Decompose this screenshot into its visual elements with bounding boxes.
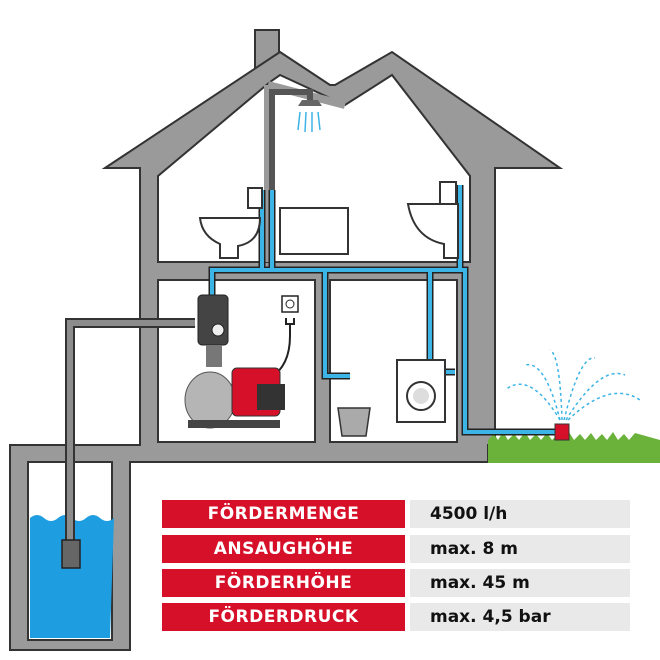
spec-label: FÖRDERMENGE bbox=[162, 500, 405, 528]
power-socket-icon bbox=[281, 295, 299, 313]
pump-illustration bbox=[184, 294, 285, 429]
toilet-right bbox=[406, 181, 459, 259]
spec-value: max. 45 m bbox=[410, 569, 630, 597]
spec-row-delivery-height: FÖRDERHÖHE max. 45 m bbox=[162, 569, 630, 597]
foot-valve bbox=[61, 539, 81, 569]
sprinkler bbox=[554, 423, 570, 441]
spec-row-suction-height: ANSAUGHÖHE max. 8 m bbox=[162, 535, 630, 563]
bathtub bbox=[279, 207, 349, 255]
shower-pipe bbox=[269, 89, 313, 190]
spec-row-delivery-pressure: FÖRDERDRUCK max. 4,5 bar bbox=[162, 603, 630, 631]
lawn bbox=[488, 432, 660, 463]
sprinkler-spray bbox=[504, 349, 641, 421]
well-water bbox=[30, 515, 114, 638]
shower-head bbox=[298, 100, 322, 106]
toilet-left bbox=[198, 187, 263, 259]
spec-value: max. 4,5 bar bbox=[410, 603, 630, 631]
shower-spray bbox=[297, 111, 321, 133]
spec-value: max. 8 m bbox=[410, 535, 630, 563]
spec-row-flow-rate: FÖRDERMENGE 4500 l/h bbox=[162, 500, 630, 528]
water-pipes bbox=[208, 185, 555, 436]
bucket bbox=[337, 407, 371, 437]
spec-value: 4500 l/h bbox=[410, 500, 630, 528]
washing-machine bbox=[396, 359, 446, 423]
spec-label: ANSAUGHÖHE bbox=[162, 535, 405, 563]
spec-label: FÖRDERDRUCK bbox=[162, 603, 405, 631]
spec-label: FÖRDERHÖHE bbox=[162, 569, 405, 597]
